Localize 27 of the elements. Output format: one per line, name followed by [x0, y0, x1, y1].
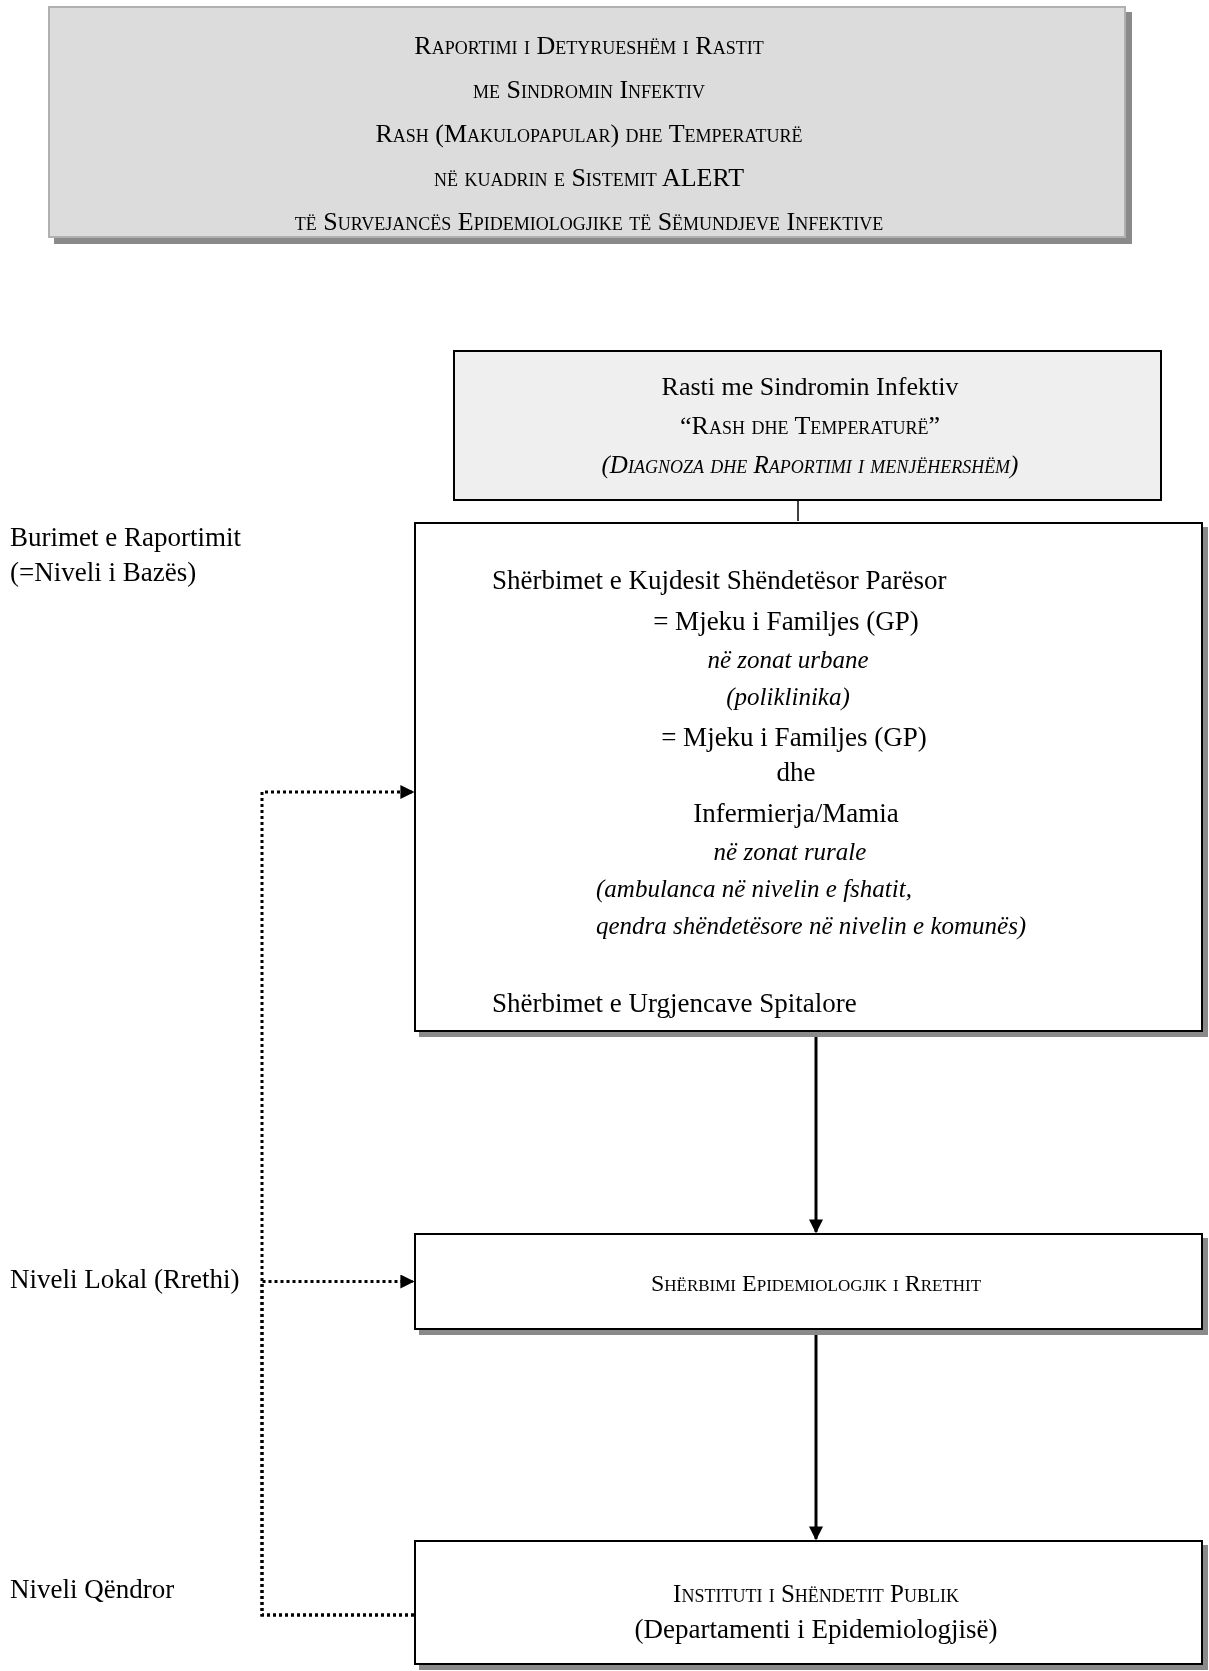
box-text: Shërbimet e Kujdesit Shëndetësor Parësor [492, 564, 947, 598]
level-label: Niveli Qëndror [10, 1573, 176, 1606]
box-text: Rasti me Sindromin Infektiv [661, 370, 959, 403]
box-text: (ambulanca në nivelin e fshatit, [596, 874, 912, 905]
box-text: (poliklinika) [726, 682, 850, 713]
box-text: në kuadrin e Sistemit ALERT [433, 161, 745, 194]
level-label: Burimet e Raportimit (=Niveli i Bazës) [10, 521, 242, 590]
box-text: (Diagnoza dhe Raportimi i menjëhershëm) [601, 450, 1019, 481]
box-text: dhe [776, 756, 816, 790]
box-text: = Mjeku i Familjes (GP) [653, 605, 919, 639]
box-text: me Sindromin Infektiv [472, 73, 706, 106]
dotted-arrow [260, 1274, 415, 1617]
box-text: (Departamenti i Epidemiologjisë) [634, 1613, 998, 1647]
level-label: Niveli Lokal (Rrethi) [10, 1263, 241, 1296]
box-text: Rash (Makulopapular) dhe Temperaturë [375, 117, 803, 150]
box-text: Raportimi i Detyrueshëm i Rastit [414, 29, 764, 62]
box-text: në zonat rurale [713, 837, 867, 868]
box-text: “Rash dhe Temperaturë” [680, 409, 940, 442]
box-text: në zonat urbane [707, 645, 869, 676]
box-text: Instituti i Shëndetit Publik [673, 1579, 959, 1610]
box-text: = Mjeku i Familjes (GP) [661, 721, 927, 755]
box-text: Infermierja/Mamia [693, 797, 899, 831]
process-box [453, 350, 1162, 501]
box-text: Shërbimi Epidemiologjik i Rrethit [650, 1269, 982, 1298]
box-text: Shërbimet e Urgjencave Spitalore [492, 987, 857, 1021]
box-text: të Survejancës Epidemiologjike të Sëmundjeve Infektive [294, 205, 884, 238]
box-text: qendra shëndetësore në nivelin e komunës) [596, 911, 1027, 942]
